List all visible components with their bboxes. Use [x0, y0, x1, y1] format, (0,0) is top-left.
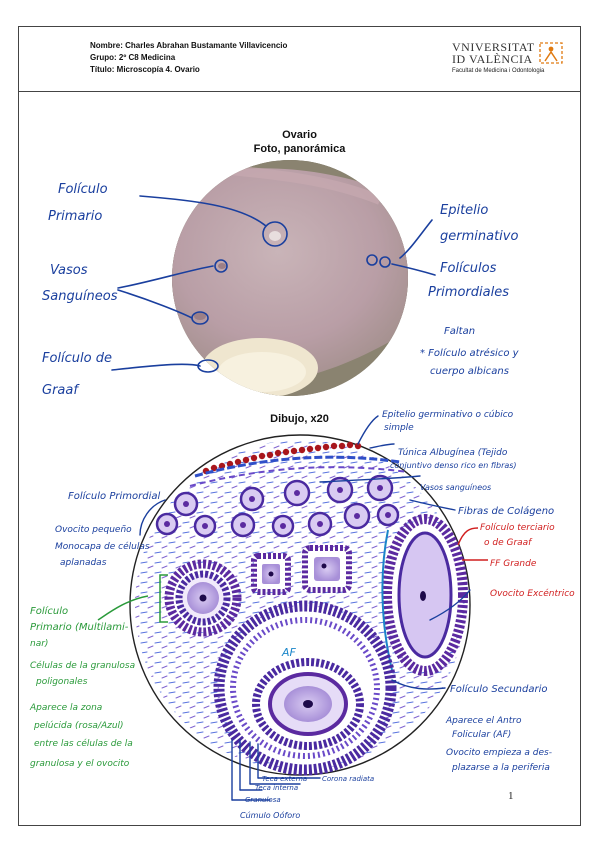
graafian-follicle	[381, 514, 468, 676]
label-multi-l4: Células de la granulosa	[30, 660, 135, 671]
label-ovocito-pequeno: Ovocito pequeño	[55, 525, 132, 535]
page-number: 1	[508, 790, 514, 802]
label-multi-l2: Primario (Multilami-	[30, 622, 129, 633]
university-emblem-icon	[538, 42, 563, 64]
label-multi-l1: Folículo	[30, 605, 68, 617]
label-foliculo-primario-l1: Folículo	[58, 182, 108, 197]
header-divider	[18, 91, 581, 92]
label-multi-l8: entre las células de la	[34, 738, 133, 749]
label-foliculo-primario-l2: Primario	[48, 209, 102, 224]
primary-follicles	[251, 545, 352, 595]
label-faltan-l2: * Folículo atrésico y	[420, 347, 520, 359]
label-sec-note4: plazarse a la periferia	[451, 763, 550, 773]
label-epitelio-cubico-l2: simple	[384, 423, 414, 433]
label-fibras: Fibras de Colágeno	[458, 505, 554, 517]
label-sec-note3: Ovocito empieza a des-	[446, 748, 552, 758]
green-annotation-lines	[97, 574, 168, 623]
student-header: Nombre: Charles Abrahan Bustamante Villa…	[90, 40, 287, 76]
label-granulosa: Granulosa	[245, 796, 281, 804]
section1-heading: Ovario Foto, panorámica	[0, 128, 599, 156]
epithelium-cells	[202, 441, 362, 475]
primary-multilaminar-follicle	[164, 559, 242, 637]
photo-handwritten-labels: Folículo Primario Vasos Sanguíneos Folíc…	[42, 182, 520, 398]
section2-title: Dibujo, x20	[270, 413, 329, 425]
label-monocapa: Monocapa de células	[55, 541, 150, 552]
label-vasos-l1: Vasos	[50, 263, 88, 278]
label-faltan-l3: cuerpo albicans	[430, 366, 509, 377]
label-secundario: Folículo Secundario	[450, 683, 548, 695]
label-tunica-l1: Túnica Albugínea (Tejido	[398, 448, 508, 458]
label-corona: Corona radiata	[322, 775, 374, 783]
label-sec-note2: Folicular (AF)	[452, 730, 511, 740]
label-graaf-l1: Folículo de	[42, 351, 112, 366]
student-name: Nombre: Charles Abrahan Bustamante Villa…	[90, 41, 288, 50]
page-frame	[18, 26, 581, 826]
label-ovocito-excentrico: Ovocito Excéntrico	[490, 588, 575, 599]
green-labels: Folículo Primario (Multilami- nar) Célul…	[29, 605, 135, 769]
histology-drawing: AF	[129, 434, 471, 776]
university-logo: VNIVERSITAT ID VALÈNCIA Facultat de Medi…	[452, 41, 572, 81]
student-group: Grupo: 2º C8 Medicina	[90, 53, 176, 62]
label-ff-grande: FF Grande	[490, 559, 537, 569]
label-teca-interna: Teca interna	[255, 784, 298, 792]
label-multi-l3: nar)	[30, 639, 48, 649]
document-title: Título: Microscopía 4. Ovario	[90, 65, 200, 74]
label-aplanadas: aplanadas	[60, 558, 107, 568]
label-multi-l5: poligonales	[35, 677, 88, 687]
label-vasos-drawing: Vasos sanguíneos	[420, 483, 491, 492]
section1-subtitle: Foto, panorámica	[253, 143, 346, 155]
secondary-follicle: AF	[213, 600, 397, 776]
university-name-line1: VNIVERSITAT	[452, 40, 535, 54]
label-multi-l6: Aparece la zona	[29, 703, 102, 713]
label-cumulo: Cúmulo Oóforo	[240, 810, 300, 820]
primordial-follicles	[155, 474, 400, 538]
drawing-handwritten-labels: Epitelio germinativo o cúbico simple Tún…	[55, 410, 554, 820]
tunica-albuginea	[194, 455, 401, 478]
drawing-annotation-lines	[139, 415, 471, 801]
red-annotation-lines	[457, 527, 488, 561]
photo-annotation-lines	[111, 195, 436, 373]
label-epitelio-l2: germinativo	[440, 229, 518, 244]
red-labels: Folículo terciario o de Graaf FF Grande …	[480, 523, 575, 599]
label-primordial: Folículo Primordial	[68, 490, 160, 502]
label-epitelio-l1: Epitelio	[440, 203, 488, 218]
label-teca-externa: Teca externa	[262, 775, 307, 783]
micrograph-photo	[172, 160, 408, 396]
label-vasos-l2: Sanguíneos	[42, 289, 118, 304]
antrum-label: AF	[281, 646, 297, 659]
label-multi-l7: pelúcida (rosa/Azul)	[33, 721, 124, 731]
label-graaf-l2: Graaf	[42, 383, 80, 398]
label-terciario-l1: Folículo terciario	[480, 523, 555, 533]
label-primordiales-l2: Primordiales	[428, 285, 509, 300]
faculty-name: Facultat de Medicina i Odontologia	[452, 68, 545, 74]
label-tunica-l2: conjuntivo denso rico en fibras)	[390, 461, 517, 470]
label-epitelio-cubico-l1: Epitelio germinativo o cúbico	[382, 410, 514, 420]
section1-title: Ovario	[282, 129, 317, 141]
label-terciario-l2: o de Graaf	[484, 538, 533, 548]
label-sec-note1: Aparece el Antro	[445, 716, 522, 726]
university-name-line2: ID VALÈNCIA	[452, 52, 533, 66]
label-primordiales-l1: Folículos	[440, 261, 497, 276]
label-faltan: Faltan	[444, 326, 475, 337]
label-multi-l9: granulosa y el ovocito	[30, 759, 130, 769]
